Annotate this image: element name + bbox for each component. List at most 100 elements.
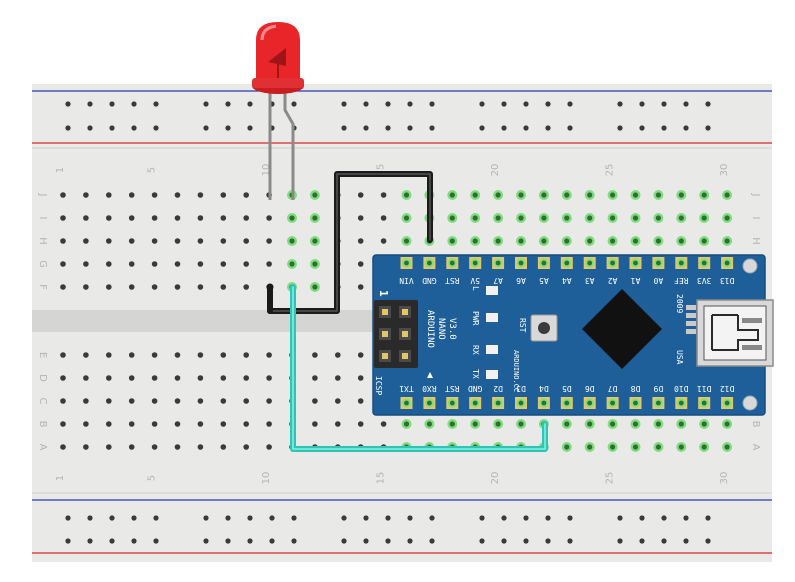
column-number: 15 [376,472,387,485]
breadboard-hole [151,238,158,244]
breadboard-hole [357,398,364,404]
nano-top-pin-label: A7 [493,276,503,285]
breadboard-hole [60,398,66,404]
reset-button-cap [538,322,550,334]
rail-hole [567,101,573,107]
breadboard-hole [60,284,66,290]
nano-bottom-pin-label: D8 [631,384,641,393]
rail-hole [545,125,551,131]
row-letter: C [37,398,48,405]
breadboard-hole [312,421,318,427]
rail-hole [705,515,711,521]
bottom-power-rail [32,492,772,554]
breadboard-hole [197,352,204,358]
breadboard-hole [106,421,112,427]
breadboard-hole [312,375,318,381]
row-letter: D [37,374,48,382]
rail-hole [291,101,297,107]
breadboard-hole [220,215,227,221]
breadboard-hole [243,421,249,427]
rail-hole [683,515,689,521]
breadboard-hole [151,215,158,221]
breadboard-hole [151,192,158,198]
column-number: 15 [376,164,387,177]
led-label-rx: RX [471,345,480,355]
breadboard-hole [106,398,112,404]
breadboard-hole [312,352,318,358]
cyan-jumper-wire [290,284,548,452]
breadboard-hole [151,444,158,450]
rail-hole [479,101,485,107]
rail-hole [617,515,623,521]
column-number: 30 [719,164,730,177]
nano-top-pin-label: VIN [399,276,414,285]
breadboard-hole [83,375,89,381]
breadboard-hole [60,192,66,198]
breadboard-hole [266,238,272,244]
row-letter: J [750,193,761,197]
breadboard-hole [128,352,135,358]
row-letter: B [750,421,761,428]
nano-bottom-pin-label: D3 [516,384,526,393]
rail-hole [225,125,231,131]
rail-hole [617,125,623,131]
rail-hole [639,515,645,521]
nano-bottom-pin-label: D11 [697,384,712,393]
nano-bottom-pin-label: TX1 [399,384,414,393]
column-number: 5 [147,167,158,173]
breadboard-hole [266,444,272,450]
breadboard-hole [128,284,135,290]
breadboard-hole [106,352,112,358]
breadboard-hole [151,261,158,267]
rail-hole [225,101,231,107]
row-letter: A [37,444,48,451]
breadboard-hole [335,398,341,404]
rail-hole [705,538,711,544]
board-name-line-2: NANO [436,318,446,340]
nano-top-pin-label: A0 [653,276,663,285]
breadboard-hole [106,284,112,290]
led-leg-anode [283,92,295,200]
row-letter: E [37,352,48,358]
row-letter: H [750,237,761,245]
nano-top-pin-label: REF [674,276,689,285]
rail-hole [429,125,435,131]
breadboard-hole [128,261,135,267]
breadboard-hole [266,421,272,427]
breadboard-hole [83,192,89,198]
nano-top-pin-label: A2 [608,276,618,285]
led-label-l: L [471,286,480,291]
rail-hole [385,101,391,107]
breadboard-hole [243,261,249,267]
breadboard-hole [197,398,204,404]
breadboard-hole [197,421,204,427]
rail-hole [661,125,667,131]
rail-hole [363,515,369,521]
breadboard-hole [197,375,204,381]
rail-hole [109,101,115,107]
breadboard-hole [174,352,181,358]
breadboard-hole [220,192,227,198]
breadboard-hole [266,261,272,267]
rail-hole [131,538,137,544]
rail-hole [109,538,115,544]
breadboard-hole [266,215,272,221]
breadboard-hole [151,421,158,427]
rail-hole [567,515,573,521]
breadboard-hole [335,352,341,358]
breadboard-hole [335,375,341,381]
rail-hole [385,515,391,521]
rail-hole [109,515,115,521]
rail-hole [523,125,529,131]
breadboard-hole [174,284,181,290]
breadboard-hole [60,238,66,244]
rail-hole [87,125,93,131]
rail-hole [363,101,369,107]
breadboard-hole [174,444,181,450]
breadboard-hole [312,398,318,404]
breadboard-hole [220,444,227,450]
breadboard-hole [197,238,204,244]
rail-hole [661,515,667,521]
breadboard-hole [174,238,181,244]
